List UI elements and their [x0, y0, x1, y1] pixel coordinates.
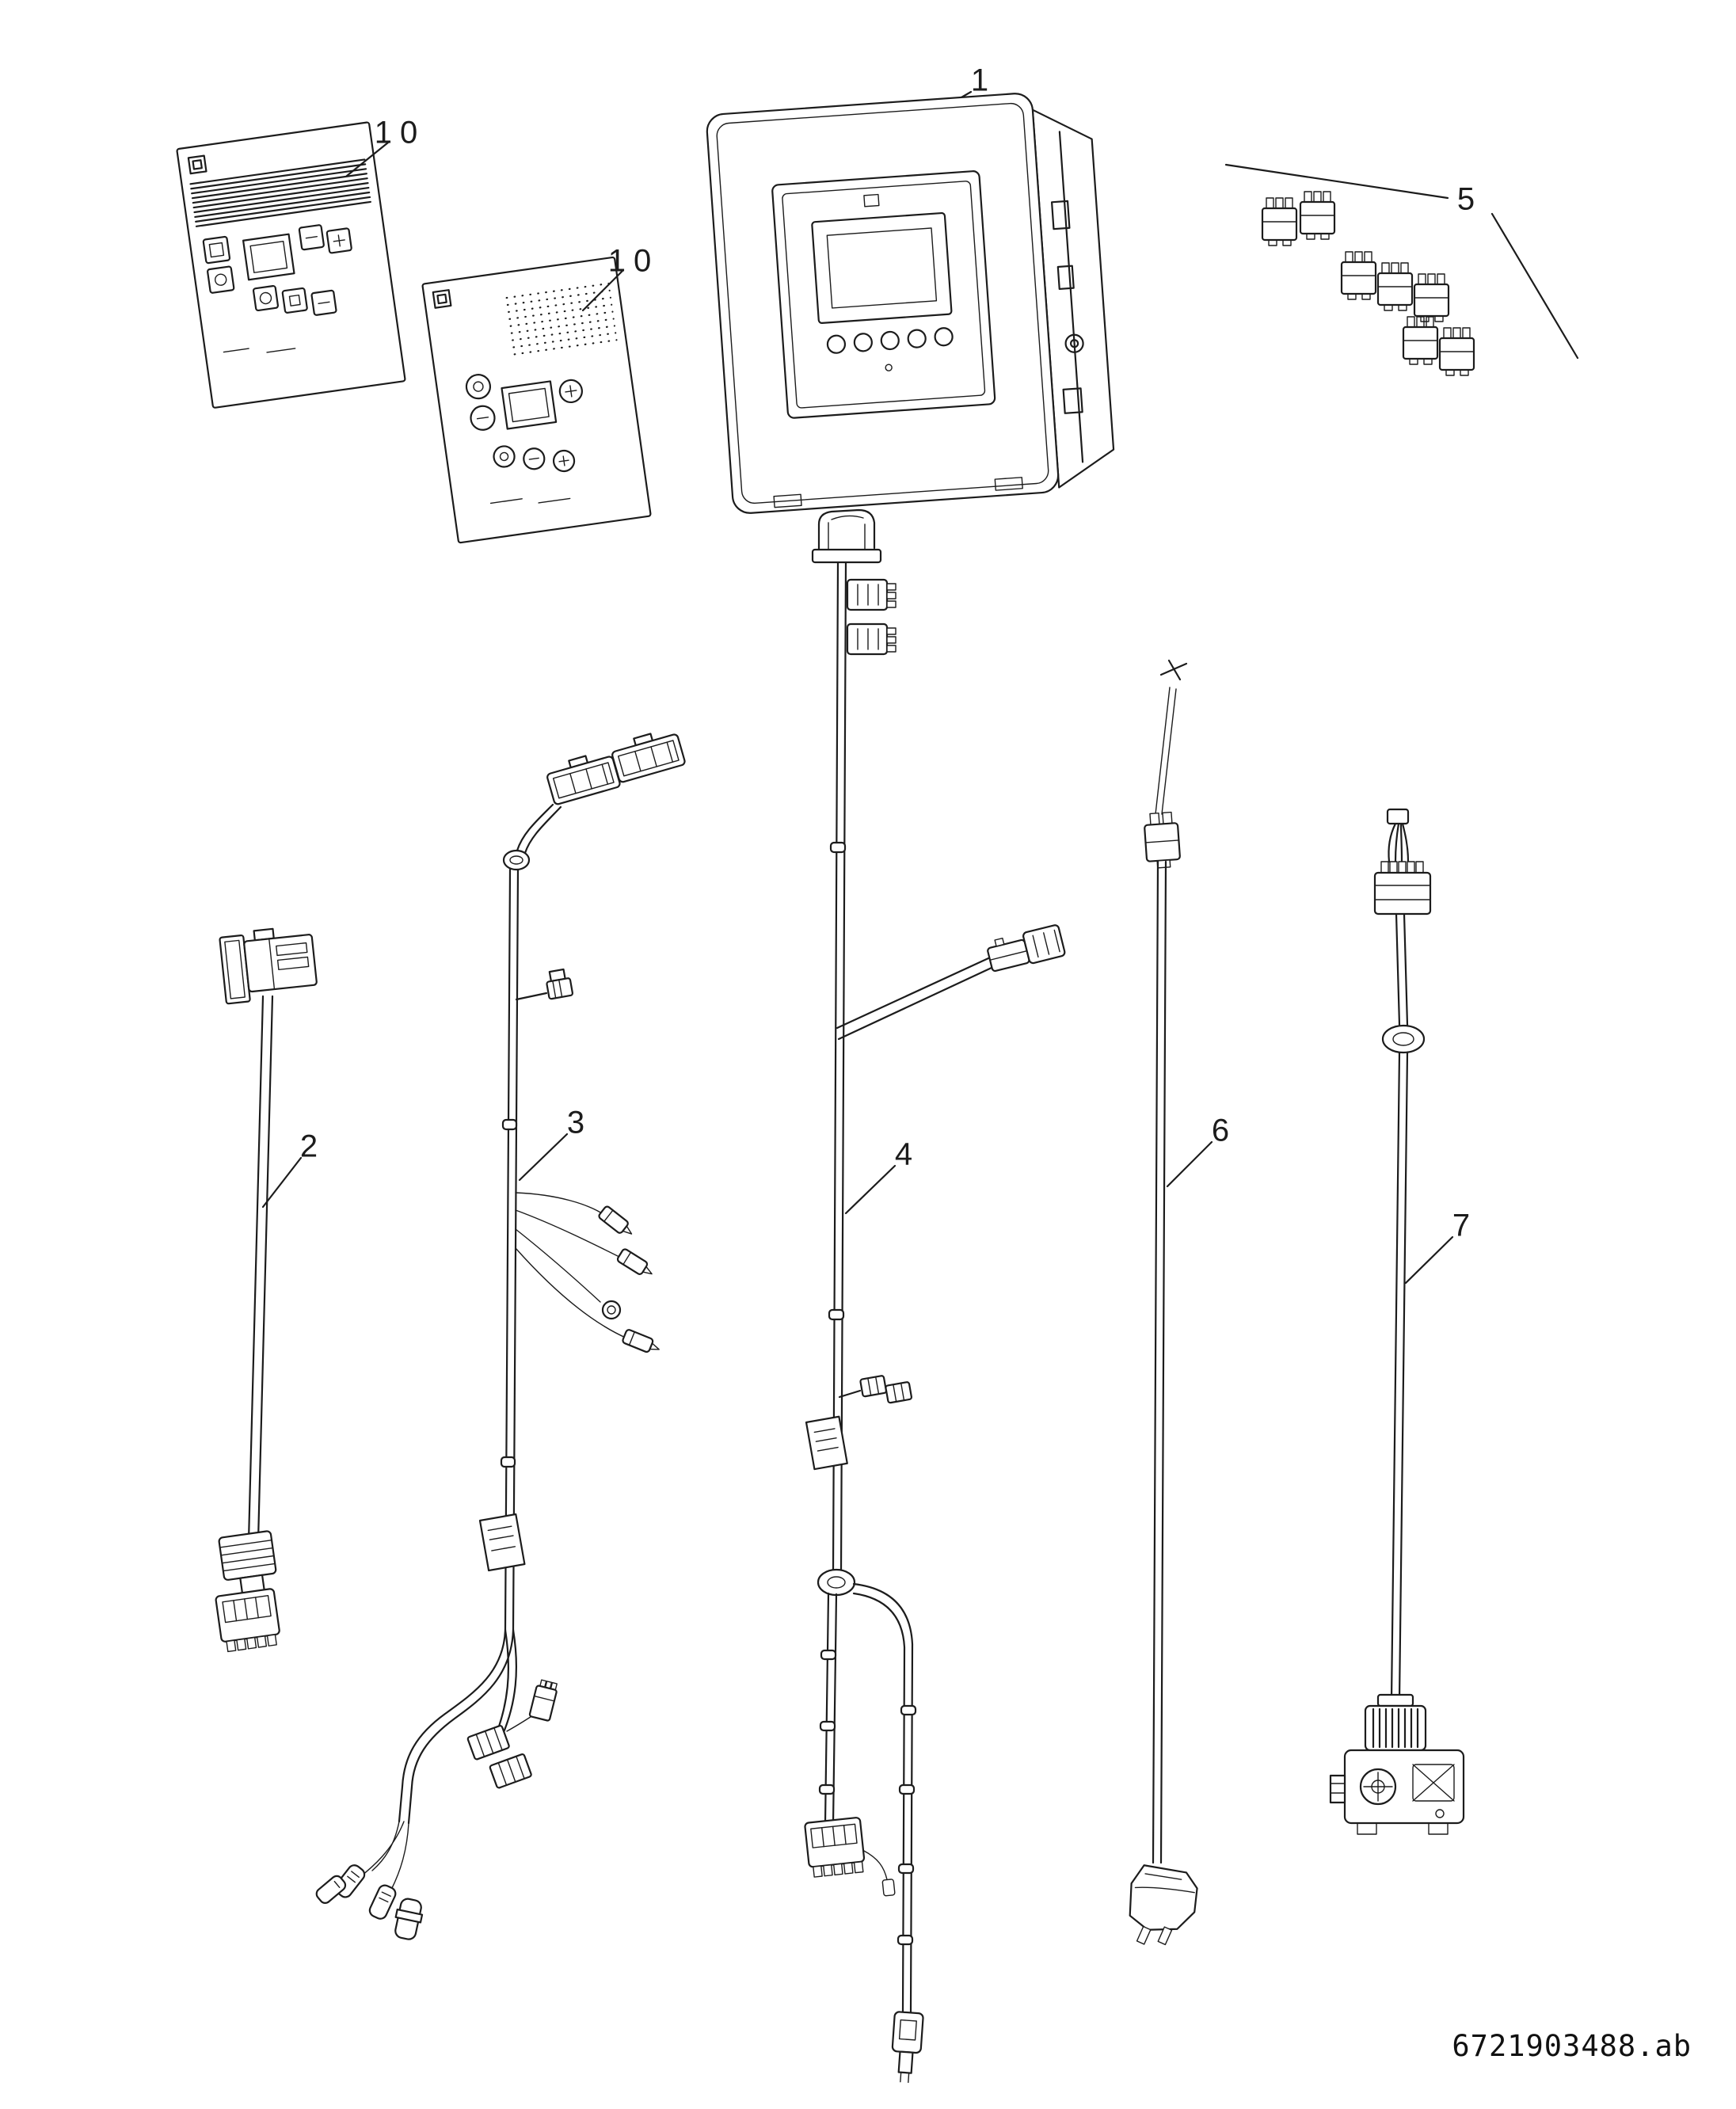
ring-terminal — [601, 1300, 622, 1320]
led-hole — [885, 364, 893, 371]
callout-label-4: 4 — [894, 1136, 921, 1172]
cable-4-pin-connector — [846, 578, 897, 611]
panel-a-keypad — [202, 224, 352, 353]
part-front-panel-overlay-b — [421, 256, 652, 544]
part-cable-harness-2 — [215, 927, 318, 1653]
cable-7-top-connector — [1373, 861, 1432, 916]
brand-mark — [187, 154, 207, 175]
leader-line-3 — [518, 1133, 569, 1182]
cable-clamp — [820, 1649, 837, 1661]
panel-a-display — [242, 233, 295, 281]
mains-plug — [1129, 1864, 1198, 1946]
cable-clamp — [501, 1118, 518, 1131]
faston-terminal — [616, 1248, 653, 1275]
part-connector-kit — [1261, 191, 1475, 376]
cable-clamp — [897, 1863, 915, 1875]
cable-4-pin-connector — [846, 622, 897, 656]
plug-boot — [368, 1884, 397, 1920]
cable-clamp — [828, 1308, 845, 1321]
leader-line-10b — [581, 269, 624, 312]
cable-clamp — [897, 1934, 914, 1946]
control-unit-side-details — [1050, 131, 1084, 463]
cable-4-tag — [805, 1415, 848, 1471]
leader-line-4 — [844, 1164, 897, 1215]
cable-7-grommet — [1381, 1024, 1426, 1054]
cable-4-bottom-connector — [804, 1817, 896, 1897]
panel-b-speaker-grid — [505, 282, 618, 356]
small-plug — [885, 1381, 912, 1404]
part-control-unit — [706, 93, 1115, 514]
control-unit-buttons — [826, 327, 954, 354]
faston-terminal — [622, 1329, 660, 1353]
leader-line-2 — [261, 1156, 303, 1209]
document-number: 6721903488.ab — [1452, 2029, 1692, 2063]
connector-block — [1340, 251, 1377, 300]
leader-line-6 — [1166, 1140, 1213, 1188]
callout-label-5: 5 — [1456, 181, 1483, 217]
connector-block — [1413, 273, 1450, 322]
connector-block — [1376, 262, 1414, 311]
connector-block — [1299, 191, 1336, 240]
cable-clamp — [900, 1704, 917, 1716]
part-valve-cable-7 — [1329, 808, 1465, 1835]
cable-clamp — [829, 841, 847, 854]
callout-label-7: 7 — [1452, 1208, 1479, 1243]
control-unit-recess — [771, 170, 996, 419]
callout-label-10a: 10 — [374, 115, 426, 150]
cable-4-top-boot — [811, 508, 882, 564]
leader-line-5a — [1224, 163, 1449, 200]
connector-block — [1402, 316, 1439, 365]
callout-label-2: 2 — [299, 1129, 326, 1164]
cable-clamp — [500, 1456, 516, 1468]
panel-b-display — [501, 380, 558, 430]
cable-3-grommet — [502, 849, 531, 871]
cable-4-elbow-clip — [817, 1568, 856, 1597]
cable-2-pin-connector — [215, 1588, 280, 1653]
leader-line-5b — [1490, 212, 1579, 360]
plug-boot — [315, 1875, 347, 1904]
cable-3-top-connector — [546, 755, 621, 805]
cable-3-tag — [478, 1513, 526, 1572]
block-connector — [489, 1753, 532, 1789]
cable-clamp — [819, 1720, 836, 1732]
panel-b-keypad — [465, 374, 583, 504]
callout-label-3: 3 — [566, 1105, 593, 1140]
connector-block — [1438, 327, 1475, 376]
callout-label-1: 1 — [970, 63, 997, 98]
cable-4-branch-connector — [987, 924, 1066, 973]
leader-line-7 — [1404, 1235, 1454, 1285]
status-window — [863, 193, 880, 207]
cable-7-wire-bundle — [1386, 808, 1410, 863]
part-power-cable-6 — [1129, 659, 1198, 1946]
cable-6-inline-connector — [1144, 811, 1181, 869]
part-cable-harness-4 — [804, 508, 1066, 2084]
cable-2-top-connector — [219, 927, 318, 1005]
callout-label-6: 6 — [1211, 1113, 1238, 1148]
cable-clamp — [818, 1784, 836, 1795]
connector-block — [1261, 197, 1298, 246]
block-connector — [466, 1725, 510, 1761]
small-plug — [859, 1375, 887, 1398]
brand-mark — [432, 289, 452, 309]
cable-3-top-connector — [611, 733, 686, 783]
cable-3-mid-plug — [546, 968, 573, 1000]
cable-4-end-plug — [891, 2011, 924, 2084]
cable-clamp — [898, 1784, 916, 1795]
panel-a-vent-lines — [189, 158, 371, 227]
cable-6-terminal-cross — [1159, 659, 1188, 681]
small-plug — [528, 1679, 558, 1722]
control-unit-front-face — [706, 93, 1060, 514]
part-cable-harness-3 — [315, 733, 686, 1940]
control-unit-display — [811, 211, 953, 325]
callout-label-10b: 10 — [607, 243, 660, 279]
gas-valve-assembly — [1329, 1693, 1465, 1835]
plug-boot — [394, 1898, 424, 1940]
faston-terminal — [598, 1205, 633, 1235]
part-front-panel-overlay-a — [176, 121, 406, 409]
coil-hatch — [1372, 1707, 1419, 1749]
